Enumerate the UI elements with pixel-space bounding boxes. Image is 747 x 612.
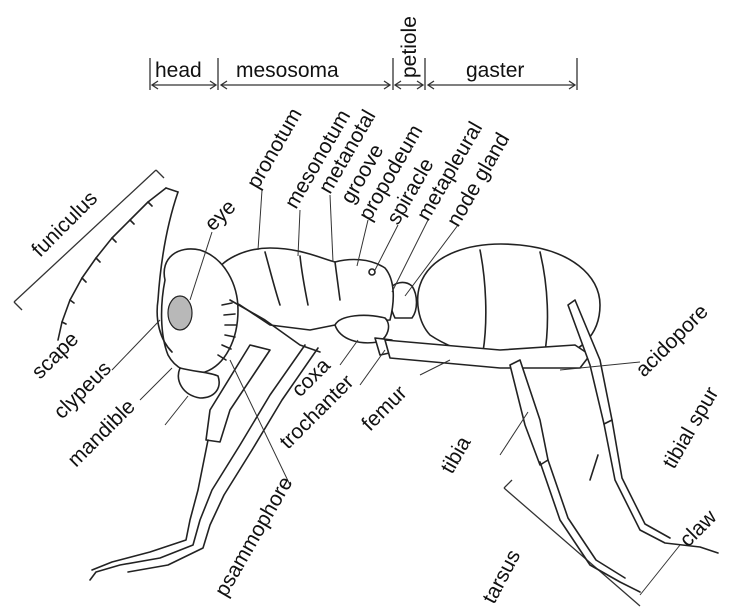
label-femur: femur	[357, 381, 411, 435]
label-eye: eye	[200, 195, 240, 235]
label-tibia: tibia	[436, 432, 475, 477]
label-psammophore: psammophore	[210, 473, 297, 601]
label-petiole: petiole	[398, 16, 421, 78]
label-tibial-spur: tibial spur	[658, 383, 723, 472]
label-head: head	[155, 59, 202, 82]
label-tarsus: tarsus	[478, 546, 525, 607]
label-scape: scape	[27, 328, 83, 384]
tarsus-bracket	[504, 480, 640, 606]
label-mesosoma: mesosoma	[236, 59, 339, 82]
label-funiculus: funiculus	[27, 187, 102, 262]
label-acidopore: acidopore	[631, 300, 712, 381]
label-gaster: gaster	[466, 59, 524, 82]
